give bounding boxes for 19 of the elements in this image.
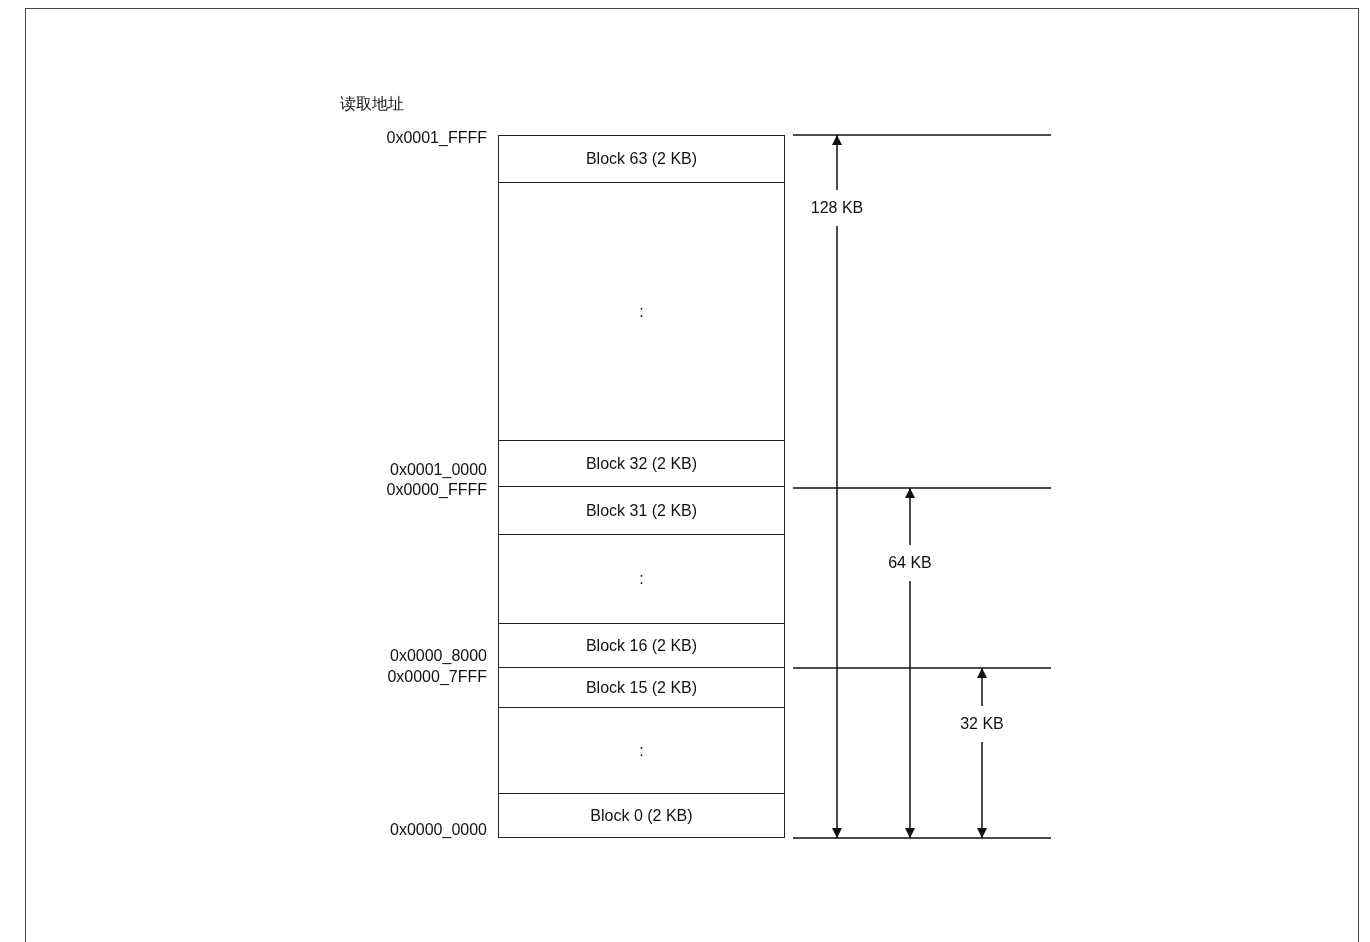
dimension-label: 128 KB bbox=[809, 199, 865, 217]
memory-block: Block 0 (2 KB) bbox=[498, 794, 785, 838]
memory-block: : bbox=[498, 708, 785, 794]
memory-block: Block 63 (2 KB) bbox=[498, 135, 785, 183]
address-label: 0x0000_8000 bbox=[390, 647, 487, 665]
dimension-label: 64 KB bbox=[887, 554, 933, 572]
memory-block: : bbox=[498, 183, 785, 441]
address-label: 0x0000_7FFF bbox=[387, 668, 487, 686]
dimension-label: 32 KB bbox=[959, 715, 1005, 733]
address-label: 0x0001_0000 bbox=[390, 461, 487, 479]
memory-block: : bbox=[498, 535, 785, 624]
memory-block: Block 15 (2 KB) bbox=[498, 668, 785, 708]
address-label: 0x0000_FFFF bbox=[386, 481, 487, 499]
memory-block: Block 31 (2 KB) bbox=[498, 487, 785, 535]
address-label: 0x0001_FFFF bbox=[386, 129, 487, 147]
column-heading: 读取地址 bbox=[340, 95, 404, 113]
memory-block: Block 32 (2 KB) bbox=[498, 441, 785, 487]
address-label: 0x0000_0000 bbox=[390, 821, 487, 839]
memory-block: Block 16 (2 KB) bbox=[498, 624, 785, 668]
